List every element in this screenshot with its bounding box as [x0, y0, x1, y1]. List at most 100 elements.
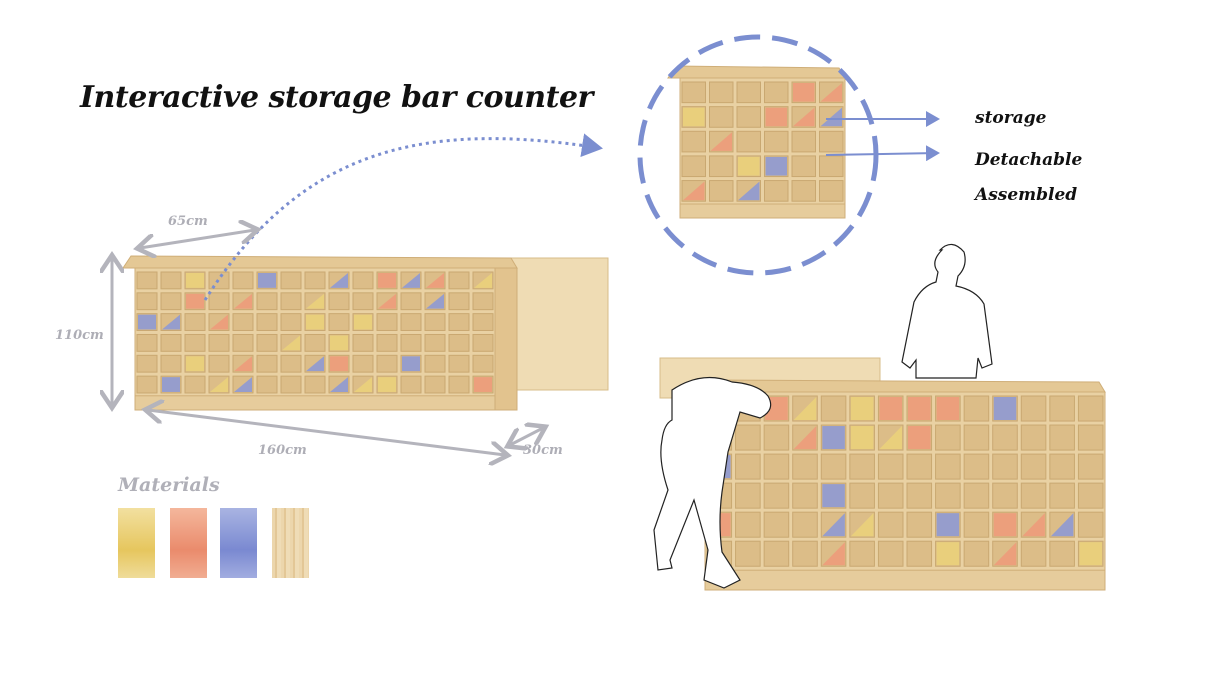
cubby [849, 482, 875, 509]
cubby-door-triangle [282, 335, 300, 351]
page-title: Interactive storage bar counter [80, 80, 593, 115]
dimension-length: 160cm [258, 443, 307, 458]
cubby [376, 313, 398, 331]
swatch-wood [272, 508, 309, 578]
dimension-arrow-0 [140, 230, 255, 248]
cubby [935, 482, 961, 509]
cubby [256, 354, 278, 373]
cubby-door-triangle [683, 181, 705, 201]
callout-detachable: Detachable [975, 150, 1083, 170]
cubby [935, 453, 961, 480]
cubby-door-square [793, 83, 815, 102]
cubby [963, 395, 990, 422]
cubby [709, 180, 734, 202]
cubby [424, 333, 446, 352]
swatch-yellow [118, 508, 155, 578]
cubby-door-square [850, 426, 874, 450]
cubby-door-square [908, 426, 931, 450]
cubby [184, 313, 206, 331]
cubby [280, 271, 302, 290]
people-sketches [653, 243, 993, 589]
cubby [472, 333, 494, 352]
counter-side [494, 267, 518, 411]
detail-circle-illustration [637, 34, 879, 276]
cubby [963, 540, 990, 567]
cubby [792, 482, 818, 509]
cubby [1049, 482, 1075, 509]
cubby [472, 354, 494, 373]
callout-storage: storage [975, 108, 1047, 128]
cubby-door-square [378, 377, 396, 392]
cubby [791, 130, 816, 153]
materials-title: Materials [118, 474, 220, 496]
cubby [184, 375, 206, 394]
cubby-door-triangle [402, 273, 420, 288]
cubby-door-square [162, 377, 180, 392]
cubby [735, 511, 761, 538]
dimension-depth: 30cm [523, 443, 563, 458]
dimension-arrow-3 [510, 428, 543, 445]
cubby [328, 292, 350, 311]
cubby [763, 453, 790, 480]
cubby [448, 313, 470, 331]
cubby [1077, 482, 1104, 509]
cubby-door-square [258, 273, 276, 288]
cubby [256, 333, 278, 352]
cubby [160, 271, 182, 290]
cubby [963, 424, 990, 451]
cubby [877, 540, 904, 567]
cubby-door-square [474, 377, 492, 392]
dimension-depth-top: 65cm [168, 214, 208, 229]
cubby [709, 155, 734, 178]
cubby-door-square [765, 107, 787, 127]
cubby [232, 271, 254, 290]
cubby-door-square [330, 335, 348, 351]
cubby [232, 313, 254, 331]
cubby [1077, 395, 1104, 422]
cubby [448, 375, 470, 394]
cubby [280, 375, 302, 394]
cubby [280, 292, 302, 311]
cubby-door-square [822, 484, 845, 508]
cubby [763, 511, 790, 538]
cubby [304, 271, 326, 290]
cubby [424, 375, 446, 394]
cubby [906, 511, 933, 538]
cubby-door-square [822, 426, 845, 450]
cubby [256, 292, 278, 311]
cubby-door-triangle [306, 356, 324, 372]
cubby [208, 354, 230, 373]
cubby-door-triangle [993, 542, 1017, 566]
counter-base [679, 203, 846, 219]
cubby [448, 271, 470, 290]
cubby-door-square [330, 356, 348, 372]
cubby [1049, 540, 1075, 567]
cubby [877, 453, 904, 480]
cubby [681, 130, 706, 153]
cubby [136, 354, 158, 373]
cubby [376, 333, 398, 352]
left-counter-illustration [122, 255, 609, 411]
cubby [935, 424, 961, 451]
cubby [400, 375, 422, 394]
cubby-door-triangle [330, 377, 348, 392]
cubby [448, 333, 470, 352]
cubby-door-square [1079, 542, 1102, 566]
cubby-door-square [306, 314, 324, 330]
cubby-door-square [354, 314, 372, 330]
cubby [906, 453, 933, 480]
cubby-door-triangle [234, 293, 252, 309]
cubby [1077, 453, 1104, 480]
standing-person-sketch [901, 243, 993, 379]
bending-person-sketch [653, 376, 772, 589]
cubby [208, 292, 230, 311]
cubby [992, 453, 1018, 480]
dimension-arrows [112, 111, 940, 455]
cubby-door-triangle [820, 83, 842, 102]
cubby [992, 424, 1018, 451]
cubby [819, 180, 844, 202]
cubby [709, 81, 734, 104]
cubby [208, 333, 230, 352]
cubby-door-triangle [426, 273, 444, 288]
